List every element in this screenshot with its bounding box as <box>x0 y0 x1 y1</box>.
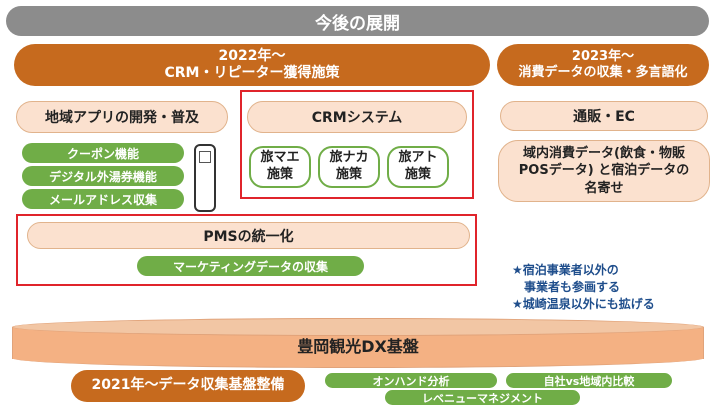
tag-onhand-analysis: オンハンド分析 <box>325 373 497 388</box>
tag-regional-comparison: 自社vs地域内比較 <box>506 373 672 388</box>
measure-before-trip-line2: 施策 <box>266 167 293 182</box>
measure-during-trip-line1: 旅ナカ <box>329 150 369 166</box>
app-development-pill: 地域アプリの開発・普及 <box>16 101 228 133</box>
phase-2023-label: 消費データの収集・多言語化 <box>518 65 688 80</box>
pms-unification-pill: PMSの統一化 <box>27 222 470 249</box>
consumption-data-label: 域内消費データ(飲食・物販POSデータ) と宿泊データの名寄せ <box>518 145 690 196</box>
note-line: 事業者も参画する <box>512 279 621 294</box>
measure-after-trip: 旅アト 施策 <box>387 146 449 188</box>
ec-pill: 通販・EC <box>500 101 708 131</box>
data-foundation-2021-label: 2021年～データ収集基盤整備 <box>91 377 285 394</box>
feature-coupon: クーポン機能 <box>22 143 184 163</box>
phase-2023-year: 2023年～ <box>571 48 635 64</box>
ec-label: 通販・EC <box>573 109 635 125</box>
measure-before-trip-line1: 旅マエ <box>260 150 300 166</box>
feature-digital-bath-ticket: デジタル外湯券機能 <box>22 166 184 186</box>
tag-regional-comparison-label: 自社vs地域内比較 <box>543 374 635 388</box>
measure-after-trip-line1: 旅アト <box>398 150 438 166</box>
data-foundation-2021: 2021年～データ収集基盤整備 <box>71 370 305 402</box>
measure-before-trip: 旅マエ 施策 <box>249 146 311 188</box>
marketing-data-collection-label: マーケティングデータの収集 <box>172 259 329 274</box>
crm-highlight-frame <box>240 90 474 199</box>
pms-highlight-frame <box>16 214 477 286</box>
app-screen-icon <box>199 151 211 163</box>
dx-foundation-label-wrap: 豊岡観光DX基盤 <box>12 332 704 358</box>
tag-revenue-management: レベニューマネジメント <box>385 390 580 405</box>
phase-2022-label: CRM・リピーター獲得施策 <box>164 65 340 81</box>
title-text: 今後の展開 <box>315 13 400 34</box>
dx-foundation-cylinder: 豊岡観光DX基盤 <box>12 318 704 368</box>
feature-email-collection: メールアドレス収集 <box>22 189 184 209</box>
tag-onhand-analysis-label: オンハンド分析 <box>372 374 450 388</box>
consumption-data-pill: 域内消費データ(飲食・物販POSデータ) と宿泊データの名寄せ <box>498 140 710 202</box>
note-line: ★城崎温泉以外にも拡げる <box>512 296 655 311</box>
crm-system-label: CRMシステム <box>311 110 403 126</box>
phase-2023-header: 2023年～ 消費データの収集・多言語化 <box>497 44 709 86</box>
cylinder-top <box>12 318 704 336</box>
crm-system-pill: CRMシステム <box>247 101 467 133</box>
phase-2022-year: 2022年～ <box>218 47 286 64</box>
marketing-data-collection: マーケティングデータの収集 <box>137 256 364 276</box>
expansion-note: ★宿泊事業者以外の 事業者も参画する ★城崎温泉以外にも拡げる <box>512 262 708 312</box>
measure-during-trip: 旅ナカ 施策 <box>318 146 380 188</box>
feature-digital-bath-ticket-label: デジタル外湯券機能 <box>49 169 157 184</box>
measure-during-trip-line2: 施策 <box>335 167 362 182</box>
title-bar: 今後の展開 <box>6 6 709 36</box>
feature-coupon-label: クーポン機能 <box>66 146 139 161</box>
app-development-label: 地域アプリの開発・普及 <box>45 110 199 126</box>
pms-unification-label: PMSの統一化 <box>203 228 294 245</box>
note-line: ★宿泊事業者以外の <box>512 263 619 277</box>
dx-foundation-label: 豊岡観光DX基盤 <box>297 337 419 356</box>
tag-revenue-management-label: レベニューマネジメント <box>422 391 543 405</box>
measure-after-trip-line2: 施策 <box>404 167 431 182</box>
phase-2022-header: 2022年～ CRM・リピーター獲得施策 <box>14 44 490 86</box>
feature-email-collection-label: メールアドレス収集 <box>48 192 157 207</box>
